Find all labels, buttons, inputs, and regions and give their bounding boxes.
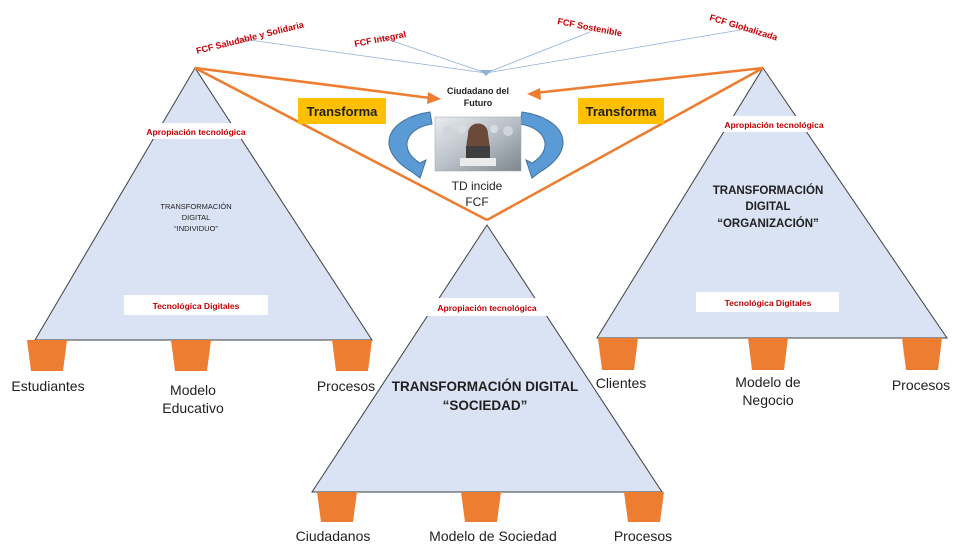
right-apex-to-bottom-apex-line bbox=[486, 66, 764, 222]
bottom-base-block-modelo bbox=[461, 492, 501, 522]
right-apex-to-center-line bbox=[534, 66, 764, 95]
right-tech-box bbox=[696, 292, 839, 312]
right-base-label-modelo-line1: Modelo de bbox=[735, 374, 801, 390]
left-tech-label: Tecnológica Digitales bbox=[153, 301, 240, 311]
left-curved-arrow bbox=[388, 111, 433, 179]
fcf-connector-lines bbox=[234, 29, 741, 74]
right-base-label-modelo-line2: Negocio bbox=[742, 392, 794, 408]
left-title-line1: TRANSFORMACIÓN bbox=[160, 202, 231, 211]
right-appropriation-box bbox=[713, 116, 835, 132]
bottom-appropriation-box bbox=[424, 298, 551, 316]
left-base-label-modelo-line1: Modelo bbox=[170, 382, 216, 398]
fcf-line-saludable bbox=[234, 37, 487, 74]
left-appropriation-label: Apropiación tecnológica bbox=[146, 127, 245, 137]
bottom-appropriation-label: Apropiación tecnológica bbox=[437, 303, 536, 313]
right-base-label-clientes: Clientes bbox=[596, 375, 647, 391]
left-appropriation-box bbox=[125, 123, 267, 139]
left-orange-arrowhead bbox=[427, 92, 441, 104]
transforma-right-box bbox=[578, 98, 664, 124]
left-base-label-procesos: Procesos bbox=[317, 378, 375, 394]
right-base-block-procesos bbox=[902, 338, 942, 370]
left-base-block-estudiantes bbox=[27, 340, 67, 371]
left-base-label-modelo-line2: Educativo bbox=[162, 400, 224, 416]
fcf-label-sostenible: FCF Sostenible bbox=[557, 16, 623, 38]
base-blocks bbox=[27, 338, 942, 522]
citizen-of-future-image bbox=[434, 116, 522, 172]
bottom-title-line2: “SOCIEDAD” bbox=[443, 398, 528, 413]
right-appropriation-label: Apropiación tecnológica bbox=[724, 120, 823, 130]
center-caption-line2: FCF bbox=[465, 195, 488, 209]
right-orange-arrowhead bbox=[527, 88, 541, 100]
right-title-line2: DIGITAL bbox=[745, 201, 790, 213]
right-title-line1: TRANSFORMACIÓN bbox=[713, 184, 824, 197]
left-base-label-estudiantes: Estudiantes bbox=[11, 378, 84, 394]
bottom-base-label-procesos: Procesos bbox=[614, 528, 672, 544]
left-title-line3: “INDIVIDUO” bbox=[174, 224, 218, 233]
bottom-base-label-modelo: Modelo de Sociedad bbox=[429, 528, 557, 544]
right-tech-label: Tecnológica Digitales bbox=[725, 298, 812, 308]
left-title-line2: DIGITAL bbox=[182, 213, 211, 222]
center-title-line1: Ciudadano del bbox=[447, 86, 509, 96]
right-base-label-procesos: Procesos bbox=[892, 377, 950, 393]
fcf-line-sostenible bbox=[485, 31, 591, 74]
orange-connectors bbox=[194, 66, 764, 222]
left-apex-to-bottom-apex-line bbox=[194, 66, 488, 222]
bottom-title-line1: TRANSFORMACIÓN DIGITAL bbox=[392, 379, 578, 394]
right-base-block-clientes bbox=[598, 338, 638, 370]
fcf-label-saludable: FCF Saludable y Solidaria bbox=[195, 19, 306, 56]
bottom-base-block-procesos bbox=[624, 492, 664, 522]
left-tech-box bbox=[124, 295, 268, 315]
transforma-left-box bbox=[298, 98, 386, 124]
bottom-base-label-ciudadanos: Ciudadanos bbox=[296, 528, 371, 544]
left-base-block-procesos bbox=[332, 340, 372, 371]
convergence-arrowhead bbox=[480, 70, 492, 76]
center-caption-line1: TD incide bbox=[452, 179, 503, 193]
right-base-block-modelo bbox=[748, 338, 788, 370]
fcf-label-integral: FCF Integral bbox=[353, 29, 406, 49]
bottom-base-block-ciudadanos bbox=[317, 492, 357, 522]
fcf-line-globalizada bbox=[485, 29, 741, 74]
right-curved-arrow bbox=[519, 111, 564, 179]
transforma-left-label: Transforma bbox=[307, 104, 379, 119]
center-title-line2: Futuro bbox=[464, 98, 493, 108]
left-base-block-modelo bbox=[171, 340, 211, 371]
fcf-label-globalizada: FCF Globalizada bbox=[708, 12, 779, 42]
transforma-right-label: Transforma bbox=[586, 104, 658, 119]
fcf-line-integral bbox=[377, 35, 487, 74]
left-apex-to-center-line bbox=[194, 66, 431, 100]
right-title-line3: “ORGANIZACIÓN” bbox=[717, 217, 819, 230]
